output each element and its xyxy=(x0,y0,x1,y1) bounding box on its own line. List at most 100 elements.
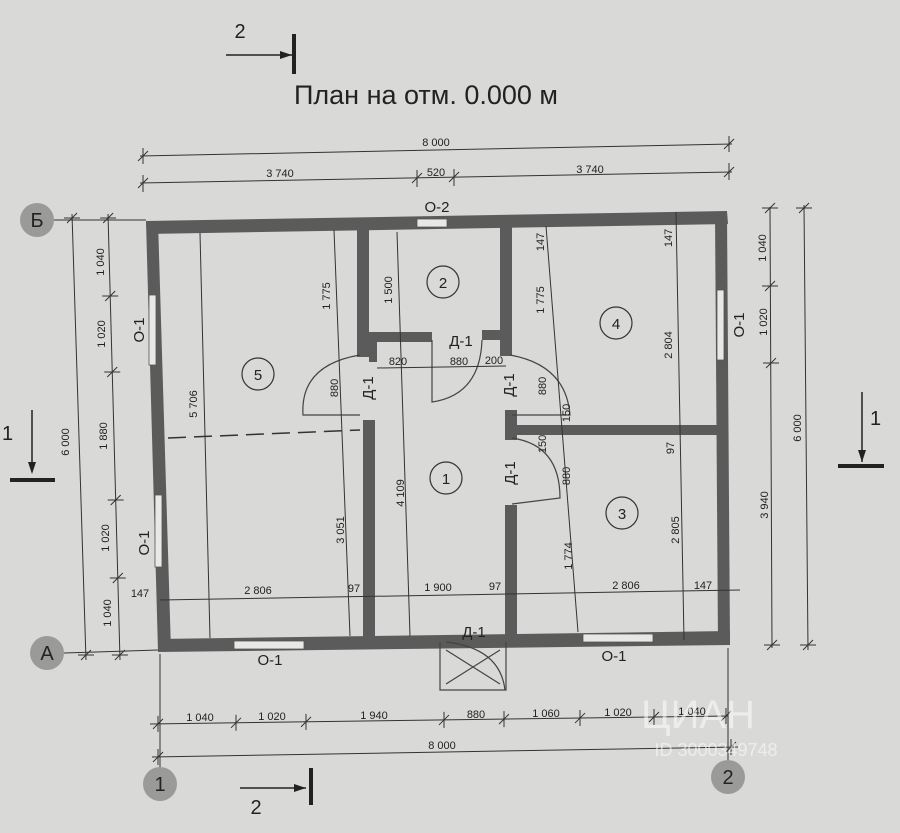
watermark-id: ID 3000349748 xyxy=(654,740,777,760)
dim-bottom-seg-3: 1 940 xyxy=(360,710,388,722)
dim-150a: 150 xyxy=(561,404,573,422)
dim-bottom-seg-6: 1 020 xyxy=(604,707,632,719)
room-5-number: 5 xyxy=(254,367,262,384)
room-3-number: 3 xyxy=(618,506,626,523)
windows xyxy=(148,218,725,650)
interior-dimension-lines xyxy=(159,211,741,641)
axis-b-bubble: Б xyxy=(20,203,146,237)
label-o1-left-lower: О-1 xyxy=(136,530,153,555)
label-o1-right: О-1 xyxy=(731,312,748,337)
section-mark-top-number: 2 xyxy=(234,21,245,43)
dim-880-right: 880 xyxy=(537,377,549,395)
room-2-number: 2 xyxy=(439,275,447,292)
dim-left-seg-1: 1 040 xyxy=(95,248,107,276)
section-mark-bottom: 2 xyxy=(240,768,313,819)
dimension-bottom-total: 8 000 xyxy=(151,739,739,765)
axis-2-bubble: 2 xyxy=(711,648,745,794)
room-markers: 1 2 3 4 5 xyxy=(241,265,639,530)
window-right xyxy=(716,289,725,361)
axis-2-label: 2 xyxy=(722,767,733,789)
dim-room3-h: 1 774 xyxy=(563,542,575,570)
dim-147-top-room4: 147 xyxy=(535,233,547,251)
dim-corridor-h: 4 109 xyxy=(395,479,407,507)
dim-147-tl: 147 xyxy=(131,588,149,600)
plan-title: План на отм. 0.000 м xyxy=(294,80,558,110)
section-mark-top: 2 xyxy=(226,21,296,74)
label-d1-entry: Д-1 xyxy=(462,624,486,641)
room-5-marker: 5 xyxy=(241,357,275,391)
section-mark-right: 1 xyxy=(838,392,884,468)
dim-147-br: 147 xyxy=(694,580,712,592)
dim-room2-height: 1 500 xyxy=(383,276,395,304)
doors xyxy=(302,339,571,691)
dimension-right-chain: 1 040 1 020 3 940 xyxy=(757,202,780,651)
window-bottom-right xyxy=(582,633,654,643)
dim-bottom-seg-2: 1 020 xyxy=(258,711,286,723)
dim-room5-top: 1 775 xyxy=(321,282,333,310)
room-2-marker: 2 xyxy=(426,265,460,299)
dim-880-lower: 880 xyxy=(561,467,573,485)
window-bottom-left xyxy=(233,640,305,650)
dim-880-left: 880 xyxy=(329,379,341,397)
window-left-lower xyxy=(154,494,163,568)
section-mark-left-number: 1 xyxy=(2,423,13,445)
dimension-left-total: 6 000 xyxy=(60,212,94,661)
dim-room4-full: 2 804 xyxy=(663,331,675,359)
dim-right-seg-1: 1 040 xyxy=(757,234,769,262)
dim-top-total-text: 8 000 xyxy=(422,137,450,149)
door-mid-swing xyxy=(431,339,483,403)
dim-room5-bottom: 3 051 xyxy=(335,516,347,544)
dim-1900: 1 900 xyxy=(424,582,452,594)
dim-bottom-seg-4: 880 xyxy=(467,709,485,721)
dim-top-left-text: 3 740 xyxy=(266,168,294,180)
dimension-bottom-chain: 1 040 1 020 1 940 880 1 060 1 020 1 040 xyxy=(149,706,732,732)
dim-880a: 880 xyxy=(450,356,468,368)
dim-left-total-text: 6 000 xyxy=(60,428,72,456)
dim-room3-full: 2 805 xyxy=(670,516,682,544)
watermark: ЦИАН ID 3000349748 xyxy=(641,693,778,760)
dimension-right-total: 6 000 xyxy=(792,202,816,651)
axis-b-label: Б xyxy=(30,210,43,232)
label-d1-right: Д-1 xyxy=(502,461,519,485)
label-d1-mid: Д-1 xyxy=(501,373,518,397)
dim-left-seg-2: 1 020 xyxy=(96,320,108,348)
dim-97-left: 97 xyxy=(348,583,360,595)
label-o2-top: О-2 xyxy=(424,199,449,216)
dim-bottom-total-text: 8 000 xyxy=(428,740,456,752)
room-4-number: 4 xyxy=(612,316,620,333)
axis-a-bubble: А xyxy=(30,636,159,670)
dim-97-right: 97 xyxy=(489,581,501,593)
dim-right-lower: 3 940 xyxy=(759,491,771,519)
dim-left-seg-5: 1 040 xyxy=(102,599,114,627)
room5-dashed-line xyxy=(167,429,361,439)
axis-1-bubble: 1 xyxy=(143,654,177,801)
dim-820: 820 xyxy=(389,356,407,368)
axis-1-label: 1 xyxy=(154,774,165,796)
section-mark-bottom-number: 2 xyxy=(250,797,261,819)
dim-2806-left: 2 806 xyxy=(244,585,272,597)
door-entry xyxy=(439,642,507,691)
dim-room4-h: 1 775 xyxy=(535,286,547,314)
dim-right-total-text: 6 000 xyxy=(792,414,804,442)
room-4-marker: 4 xyxy=(599,306,633,340)
door-right-lower-swing xyxy=(511,437,561,505)
label-o1-left-upper: О-1 xyxy=(131,317,148,342)
dimension-top-chain: 3 740 520 3 740 xyxy=(137,163,735,192)
section-mark-left: 1 xyxy=(2,410,55,482)
dim-bottom-seg-1: 1 040 xyxy=(186,712,214,724)
section-mark-right-number: 1 xyxy=(870,408,881,430)
room-3-marker: 3 xyxy=(605,496,639,530)
dim-right-seg-2: 1 020 xyxy=(758,308,770,336)
dim-147-right-room4: 147 xyxy=(663,229,675,247)
label-o1-bottom-right: О-1 xyxy=(601,648,626,665)
axis-a-label: А xyxy=(40,643,54,665)
window-top xyxy=(416,218,448,228)
dim-2806-right: 2 806 xyxy=(612,580,640,592)
dim-150b: 150 xyxy=(537,435,549,453)
label-d1-room2: Д-1 xyxy=(449,333,473,350)
dimension-top-total: 8 000 xyxy=(137,136,735,164)
door-right-upper-swing xyxy=(509,354,571,416)
door-entry-swing xyxy=(445,641,506,691)
dim-200: 200 xyxy=(485,355,503,367)
